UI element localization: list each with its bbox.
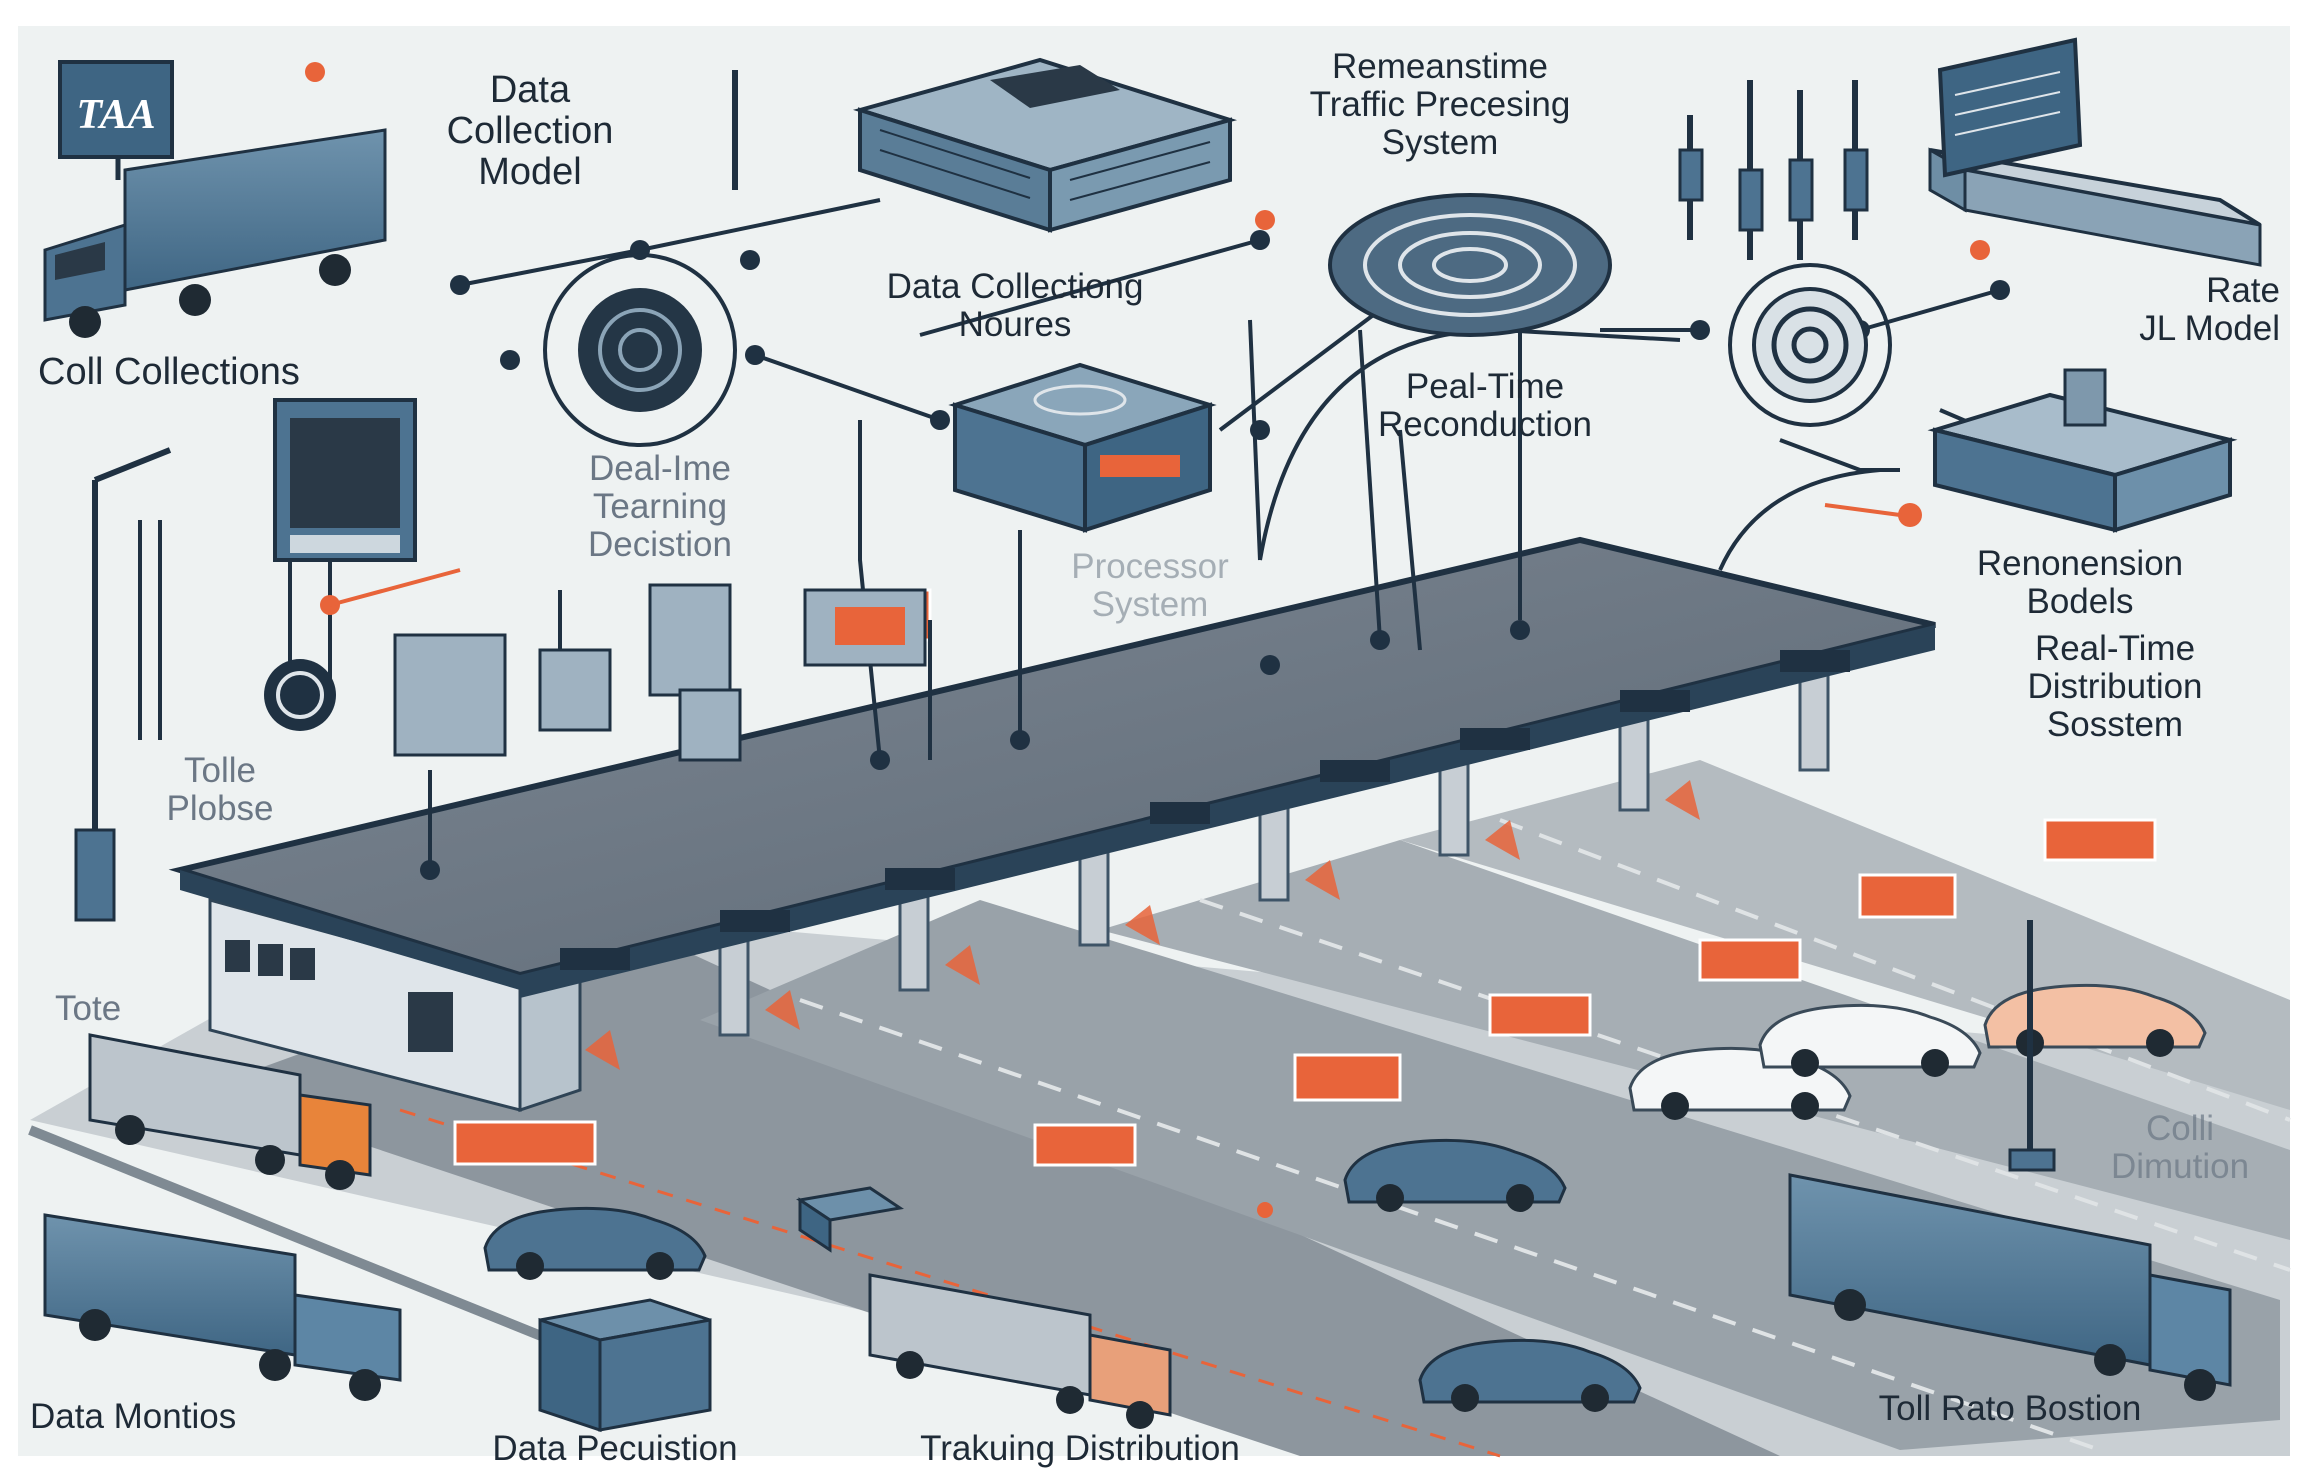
label-data-collection-model: Data Collection Model: [446, 69, 614, 194]
car-icon: [483, 983, 2207, 1412]
label-trakuing-distribution: Trakuing Distribution: [920, 1429, 1240, 1468]
label-processor-system: Processor System: [1071, 547, 1229, 624]
server-icon: [852, 57, 1238, 233]
label-remeanstime: Remeanstime Traffic Precesing System: [1309, 47, 1571, 162]
label-data-montios: Data Montios: [30, 1397, 237, 1436]
label-deal-learning-decision: Deal-Ime Tearning Decistion: [588, 449, 732, 564]
truck-icon: [43, 128, 2232, 1429]
label-peal-time-reconduction: Peal-Time Reconduction: [1377, 367, 1593, 444]
label-tolle-plobse: Tolle Plobse: [166, 751, 274, 828]
spiral-sensor-icon: [264, 193, 1892, 731]
label-data-pecuistion: Data Pecuistion: [492, 1429, 738, 1468]
server-icon: [1928, 37, 2262, 267]
toll-plaza: [168, 536, 1936, 1113]
label-colli-dimution: Colli Dimution: [2110, 1109, 2250, 1186]
label-renonension-bodels: Renonension Bodels: [1976, 544, 2184, 621]
top-left-sign: TAA: [76, 92, 155, 138]
label-toll-rato-bostion: Toll Rato Bostion: [1878, 1389, 2142, 1428]
label-data-collecting-noures: Data Collectiong Noures: [886, 267, 1144, 344]
label-tote: Tote: [55, 989, 122, 1028]
camera-pole-icon: [74, 70, 2056, 1172]
processor-box-icon: [538, 362, 1217, 1433]
device-cluster: [393, 583, 742, 762]
label-rate-jl-model: Rate JL Model: [2139, 271, 2280, 348]
monitor-icon: [58, 60, 417, 562]
label-real-time-distribution: Real-Time Distribution Sosstem: [2027, 629, 2203, 744]
server-icon: [1927, 368, 2238, 533]
label-coll-collections: Coll Collections: [38, 351, 300, 393]
svg-text:TAA: TAA: [76, 92, 155, 138]
